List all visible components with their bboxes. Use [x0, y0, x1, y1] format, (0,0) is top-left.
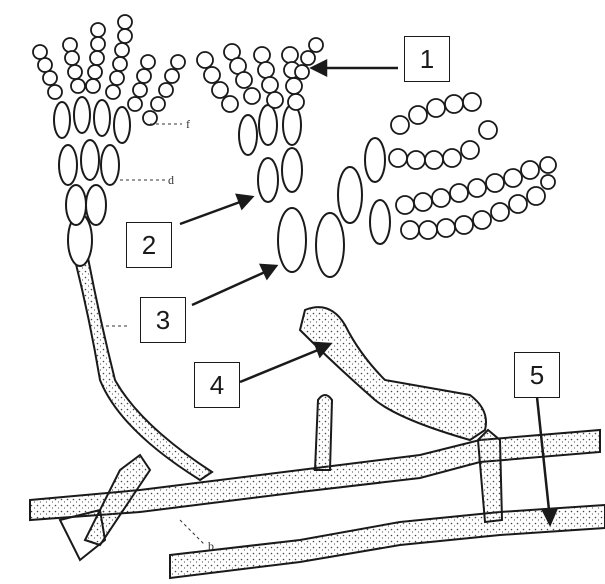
label-1: 1: [404, 36, 450, 82]
label-2: 2: [126, 222, 172, 268]
label-5: 5: [514, 352, 560, 398]
letter-d: d: [168, 173, 174, 187]
label-4: 4: [194, 362, 240, 408]
letter-f: f: [186, 117, 190, 131]
left-conidiophore: [54, 97, 212, 480]
label-3: 3: [140, 297, 186, 343]
letter-b: b: [208, 539, 214, 553]
mycelium-hyphae: [30, 395, 605, 578]
